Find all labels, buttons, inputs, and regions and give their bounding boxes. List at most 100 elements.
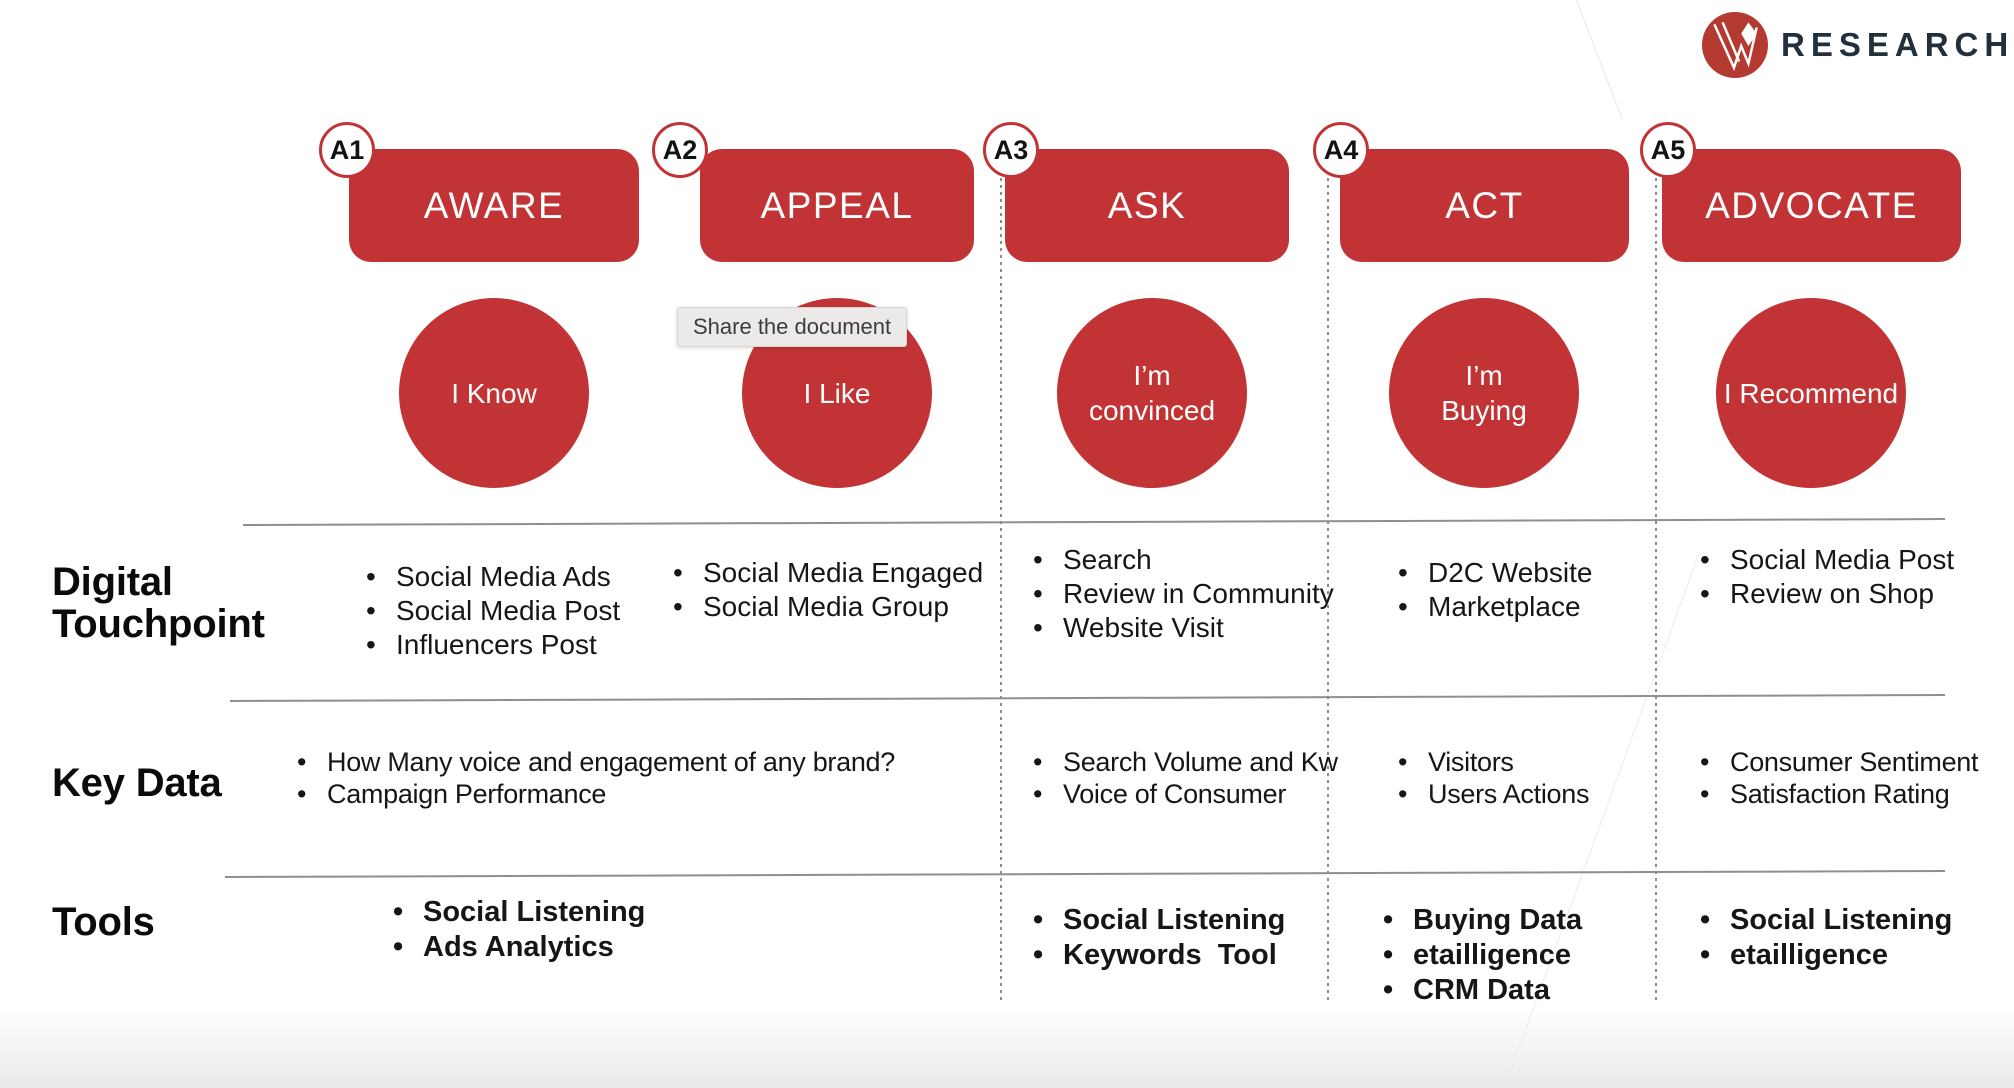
bullet-icon: • [1033,779,1043,809]
bullet-icon: • [1700,779,1710,809]
list-item: •CRM Data [1383,973,1582,1008]
tools-list-ask: •Social Listening• Keywords Tool [1033,903,1285,973]
list-item: •Review on Shop [1700,577,1954,611]
list-item-label: Social Listening [423,896,646,928]
list-item: • Visitors [1398,746,1589,778]
touchpoint-list-ask: • Search • Review in Community • Website Visi… [1033,543,1334,645]
bullet-icon: • [1383,939,1394,971]
bullet-icon: • [366,629,376,660]
list-item: •Social Media Engaged [673,556,983,590]
column-divider-dotted [1327,150,1329,1003]
list-item-label: etailligence [1413,939,1571,971]
bullet-icon: • [1033,747,1043,777]
list-item: • Influencers Post [366,628,620,662]
mindset-circle-ask: I’m convinced [1057,298,1247,488]
bullet-icon: • [1033,578,1043,609]
tooltip: Share the document [677,307,908,347]
list-item-label: Influencers Post [396,629,597,660]
list-item-label: Website Visit [1063,612,1224,643]
list-item-label: Visitors [1428,747,1514,777]
bullet-icon: • [366,561,376,592]
list-item-label: Social Listening [1730,904,1953,936]
tools-list-aware-appeal: • Social Listening•Ads Analytics [393,895,645,965]
list-item-label: Search Volume and Kw [1063,747,1338,777]
stage-badge-a4: A4 [1313,122,1369,178]
list-item-label: Satisfaction Rating [1730,779,1950,809]
stage-button-ask: ASK [1005,149,1289,262]
stage-button-act: ACT [1340,149,1629,262]
list-item: • Search [1033,543,1334,577]
list-item-label: Social Media Post [396,595,621,626]
keydata-list-aware-appeal: • How Many voice and engagement of any br… [297,746,895,810]
bullet-icon: • [1700,747,1710,777]
brand-logo-text: RESEARCH [1781,26,2014,63]
bullet-icon: • [1383,904,1394,936]
list-item: •How Many voice and engagement of any br… [297,746,895,778]
row-divider [229,694,1945,702]
bottom-gradient [0,1008,2014,1088]
list-item: • Social Media Ads [366,560,620,594]
list-item: • Satisfaction Rating [1700,778,1978,810]
bullet-icon: • [297,779,307,809]
stage-button-appeal: APPEAL [700,149,974,262]
bullet-icon: • [1033,904,1044,936]
list-item: • Campaign Performance [297,778,895,810]
stage-badge-a5: A5 [1640,122,1696,178]
bullet-icon: • [673,591,683,622]
bullet-icon: • [1383,974,1394,1006]
bullet-icon: • [1033,544,1043,575]
decorative-diagonal-line [1576,0,1623,119]
mindset-circle-aware: I Know [399,298,589,488]
list-item-label: Social Media Ads [396,561,611,592]
row-divider [224,869,1945,878]
list-item: • Voice of Consumer [1033,778,1338,810]
bullet-icon: • [1398,747,1408,777]
list-item: • Website Visit [1033,611,1334,645]
list-item-label: How Many voice and engagement of any bra… [327,747,895,777]
bullet-icon: • [673,557,683,588]
bullet-icon: • [1398,557,1408,588]
bullet-icon: • [366,595,376,626]
list-item: •D2C Website [1398,556,1592,590]
stage-button-aware: AWARE [349,149,639,262]
touchpoint-list-appeal: •Social Media Engaged• Social Media Group [673,556,983,624]
column-divider-dotted [1000,150,1002,1003]
list-item: • Social Listening [393,895,645,930]
row-label-digital-touchpoint: Digital Touchpoint [52,560,265,646]
bullet-icon: • [1700,578,1710,609]
list-item: •Social Media Post [1700,543,1954,577]
list-item: • Social Media Post [366,594,620,628]
list-item-label: Review in Community [1063,578,1334,609]
keydata-list-act: • Visitors • Users Actions [1398,746,1589,810]
touchpoint-list-aware: • Social Media Ads • Social Media Post • Infl… [366,560,620,662]
list-item: •Ads Analytics [393,930,645,965]
keydata-list-advocate: •Consumer Sentiment•Satisfaction Rating [1700,746,1979,810]
list-item-label: Social Media Group [703,591,949,622]
row-divider [242,518,1945,526]
list-item: •Social Listening [1033,903,1285,938]
list-item: •Social Listening [1700,903,1952,938]
list-item-label: Marketplace [1428,591,1581,622]
bullet-icon: • [393,896,404,928]
bullet-icon: • [1398,779,1408,809]
brand-logo: RESEARCH [1702,12,2014,78]
list-item-label: Keywords Tool [1063,939,1277,971]
keydata-list-ask: • Search Volume and Kw • Voice of Consumer [1033,746,1338,810]
list-item-label: Search [1063,544,1152,575]
list-item-label: Buying Data [1413,904,1583,936]
list-item-label: Campaign Performance [327,779,607,809]
bullet-icon: • [1033,612,1043,643]
row-label-tools: Tools [52,900,155,944]
list-item-label: etailligence [1730,939,1888,971]
list-item: •etailligence [1700,938,1952,973]
w-monogram-icon [1702,12,1768,78]
list-item-label: Voice of Consumer [1063,779,1287,809]
stage-badge-a2: A2 [652,122,708,178]
list-item: • Users Actions [1398,778,1589,810]
list-item: • etailligence [1383,938,1582,973]
list-item-label: Users Actions [1428,779,1590,809]
stage-badge-a1: A1 [319,122,375,178]
list-item: • Buying Data [1383,903,1582,938]
list-item-label: Social Media Post [1730,544,1955,575]
